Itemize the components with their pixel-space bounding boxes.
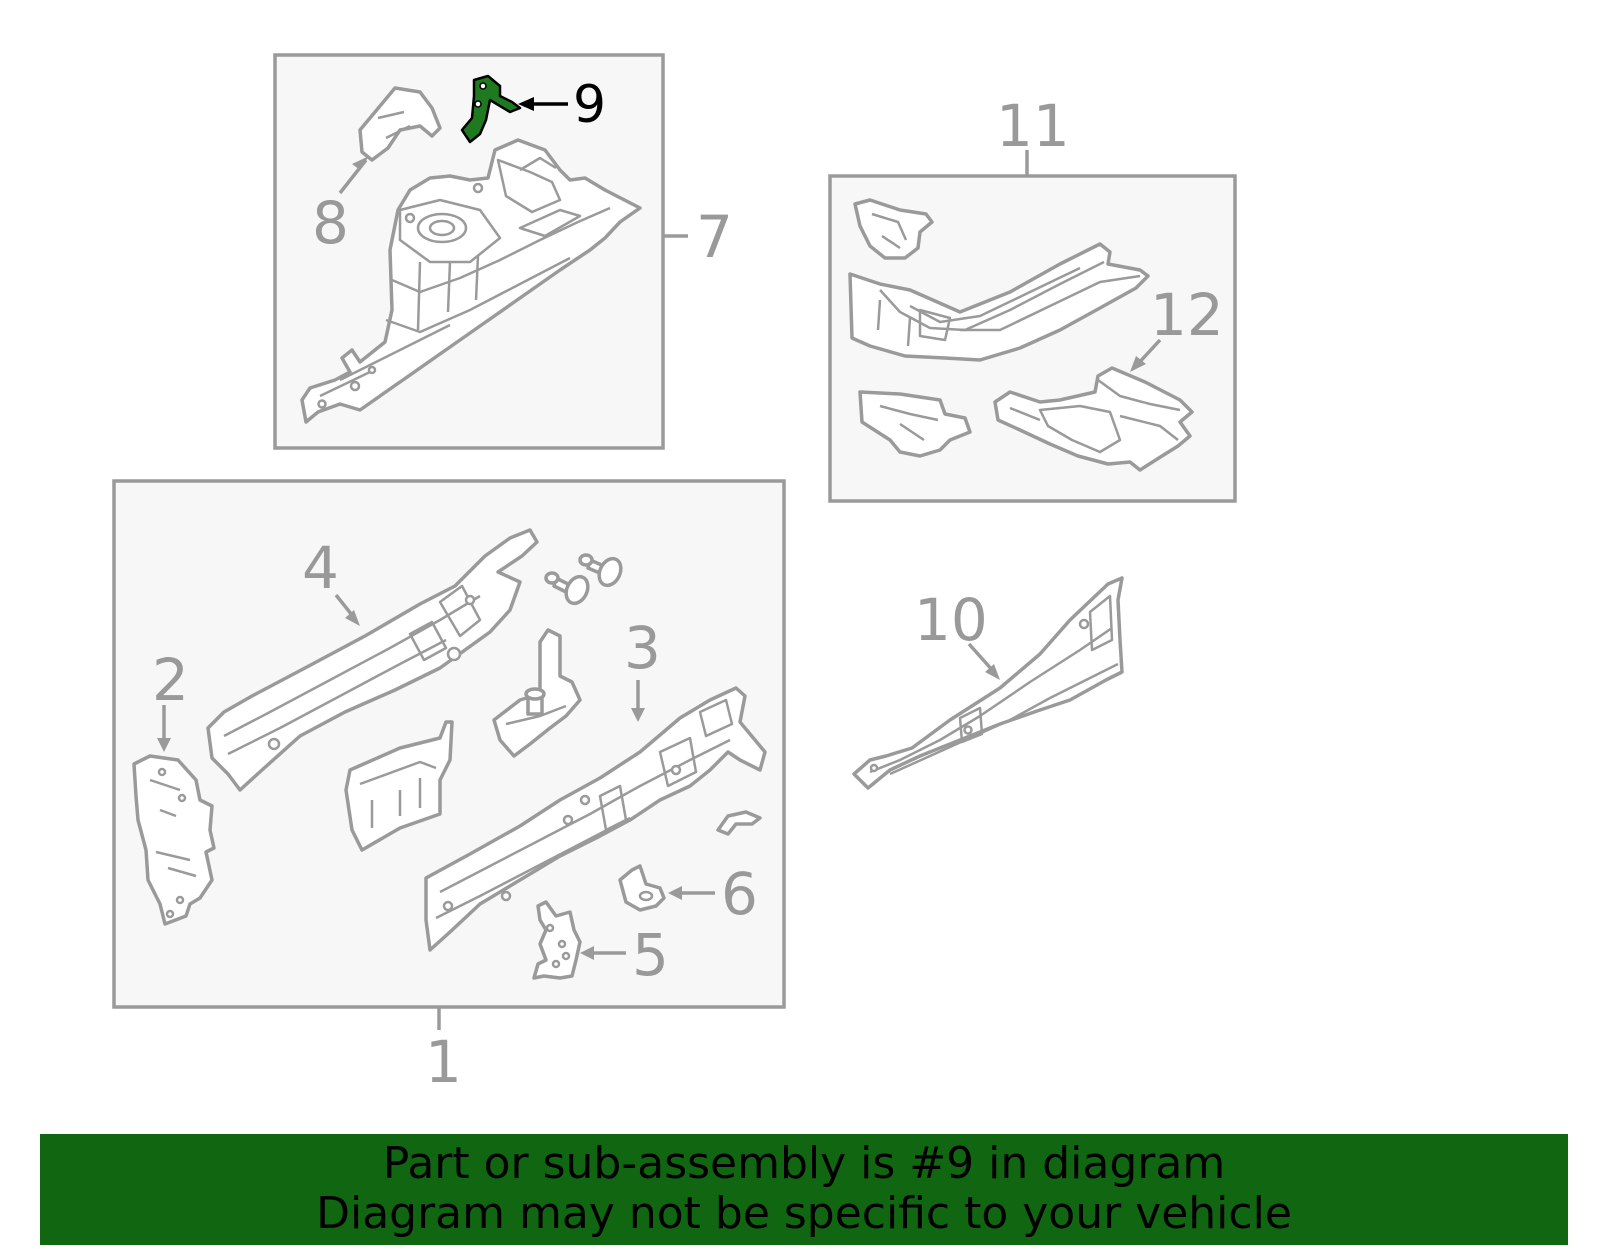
leader-10 bbox=[967, 642, 996, 674]
part-2-drawing bbox=[132, 754, 216, 926]
part-11-rail bbox=[848, 242, 1150, 362]
arrow-4 bbox=[345, 610, 360, 626]
part-10-drawing bbox=[852, 576, 1124, 790]
callout-1: 1 bbox=[425, 1028, 462, 1096]
center-bracket-drawing bbox=[344, 720, 454, 852]
part-8-drawing bbox=[358, 86, 442, 162]
stud-bracket-drawing bbox=[492, 628, 582, 758]
callout-9: 9 bbox=[573, 75, 606, 135]
callout-3: 3 bbox=[624, 614, 661, 682]
part-6-drawing bbox=[618, 864, 666, 912]
callout-12: 12 bbox=[1150, 281, 1224, 349]
part-12-drawing bbox=[993, 366, 1194, 472]
small-clip-drawing bbox=[716, 810, 762, 836]
callout-11: 11 bbox=[996, 92, 1070, 160]
callout-10: 10 bbox=[914, 586, 988, 654]
callout-7: 7 bbox=[696, 203, 733, 271]
part-11-bracket-b bbox=[858, 390, 972, 458]
part-4-drawing bbox=[206, 528, 539, 792]
parts-diagram: 8 9 7 11 bbox=[112, 53, 1237, 1096]
part-3-drawing bbox=[424, 686, 767, 952]
part-11-bracket-a bbox=[853, 198, 934, 260]
arrow-10 bbox=[985, 664, 1000, 680]
arrow-8 bbox=[352, 156, 369, 170]
info-banner: Part or sub-assembly is #9 in diagram Di… bbox=[40, 1134, 1568, 1245]
arrow-12 bbox=[1130, 356, 1146, 372]
callout-2: 2 bbox=[152, 646, 189, 714]
banner-line-part: Part or sub-assembly is #9 in diagram bbox=[382, 1138, 1226, 1189]
arrow-9 bbox=[518, 97, 534, 111]
callout-4: 4 bbox=[302, 534, 339, 602]
arrow-2 bbox=[157, 738, 171, 752]
bolts-drawing bbox=[544, 553, 623, 606]
banner-line-disclaimer: Diagram may not be specific to your vehi… bbox=[316, 1188, 1292, 1239]
callout-6: 6 bbox=[721, 860, 758, 928]
callout-5: 5 bbox=[632, 921, 669, 989]
part-9-drawing bbox=[460, 74, 522, 144]
arrow-5 bbox=[580, 946, 594, 960]
part-7-drawing bbox=[300, 138, 642, 424]
arrow-6 bbox=[668, 886, 682, 900]
callout-8: 8 bbox=[312, 189, 349, 257]
part-5-drawing bbox=[532, 900, 582, 980]
arrow-3 bbox=[631, 708, 645, 722]
